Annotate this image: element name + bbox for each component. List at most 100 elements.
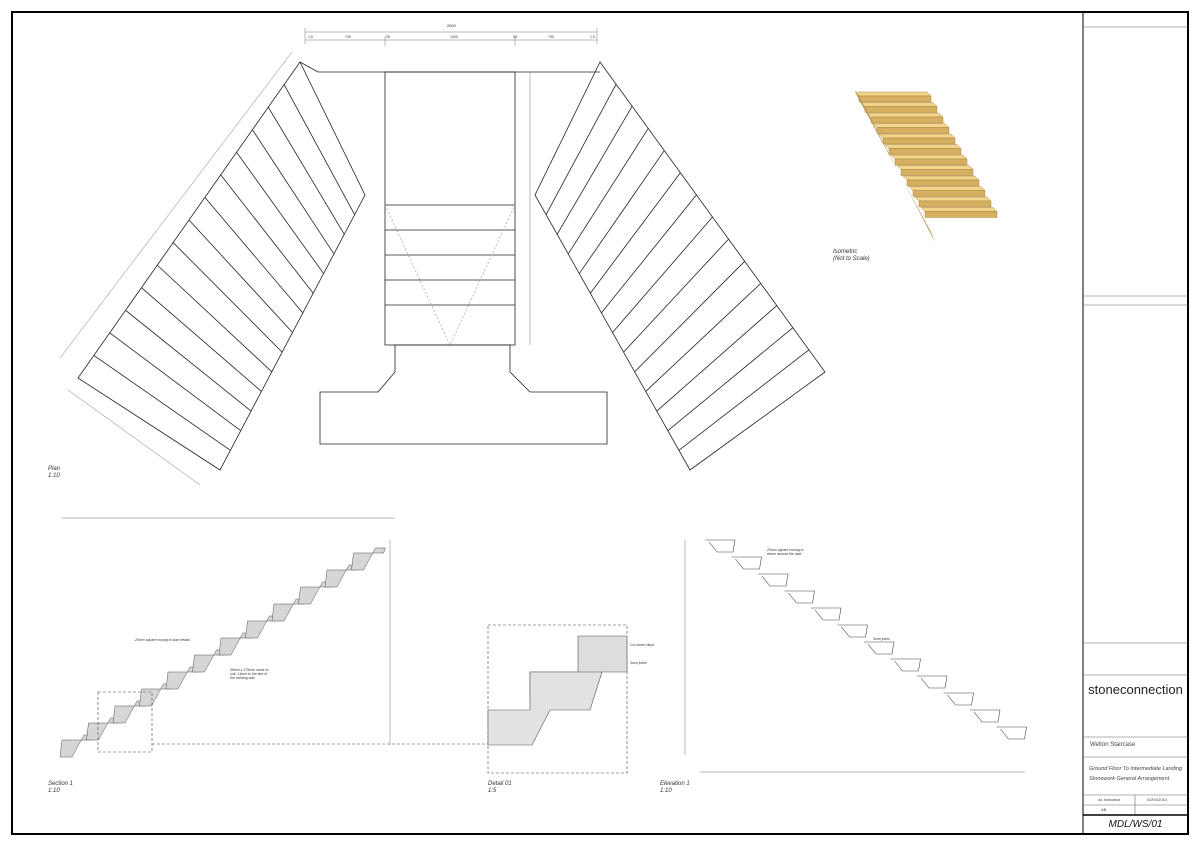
stair-tread-line [556, 106, 633, 235]
iso-step-top [878, 133, 956, 139]
iso-step-front [900, 169, 974, 176]
dimension-segment: 25 [513, 35, 517, 39]
central-landing [384, 71, 516, 346]
elevation-note-nosing: 20mm square nosing to return around the … [767, 548, 804, 556]
dimension-segment: 1.5 [590, 35, 595, 39]
stair-tread-line [93, 355, 231, 451]
stair-tread-line [623, 238, 729, 353]
elevation-step [864, 641, 895, 655]
dimension-segment: 25 [386, 35, 390, 39]
sheet-border [11, 11, 1189, 835]
isometric-title: Isometric [833, 249, 858, 255]
stair-tread-line [656, 305, 778, 412]
stair-tread-line [157, 264, 273, 373]
elevation-step [731, 556, 762, 570]
section-title: Section 1 [48, 781, 74, 787]
section-scale: 1:10 [48, 788, 60, 794]
detail-note-joints: 3mm joints [630, 661, 647, 665]
iso-step-front [870, 116, 944, 124]
stair-tread-line [667, 327, 794, 432]
stair-tread-line [125, 309, 252, 412]
elevation-step [837, 624, 868, 638]
plan-dimensions [59, 28, 1025, 773]
iso-step-top [902, 175, 980, 181]
elevation-step [917, 675, 948, 689]
drawing-title-line1: Ground Floor To Intermediate Landing [1089, 766, 1183, 772]
iso-step-top [896, 165, 974, 170]
stair-tread-line [612, 216, 713, 333]
stair-tread-line [545, 83, 617, 215]
elevation-scale: 1:10 [660, 788, 672, 794]
stair-tread-line [678, 349, 810, 451]
plan-title: Plan [48, 466, 61, 472]
plan-scale: 1:10 [48, 473, 60, 479]
plan-view [77, 61, 826, 471]
iso-step-front [894, 158, 968, 166]
iso-step-front [876, 127, 950, 134]
section-step [351, 547, 386, 571]
base-plinth [319, 344, 608, 445]
iso-step-front [906, 179, 980, 187]
detail-title: Detail 01 [488, 781, 512, 787]
walkline [384, 204, 516, 346]
dimension-segment: 700 [548, 35, 554, 39]
iso-step-top [884, 144, 962, 149]
detail-01-drawing [97, 624, 628, 774]
elevation-step [705, 539, 736, 553]
stair-tread-line [590, 172, 681, 294]
iso-step-front [924, 211, 998, 218]
dimension-segment: 1300 [450, 35, 458, 39]
elevation-step [811, 607, 842, 621]
dimension-segment: 1.5 [308, 35, 313, 39]
elevation-step [943, 692, 974, 706]
drawing-number: MDL/WS/01 [1108, 819, 1163, 830]
elevation-step [890, 658, 921, 672]
project-name: Welton Staircase [1090, 742, 1136, 748]
drawing-title-line2: Stonework General Arrangement [1089, 776, 1170, 782]
section-note-nosing: 20mm square nosing to stair treads [135, 638, 190, 642]
stair-tread-line [141, 287, 262, 392]
stair-tread-line [109, 332, 241, 432]
stair-tread-line [236, 152, 324, 274]
isometric-view [854, 91, 998, 242]
landing-edge [299, 61, 600, 73]
company-logo: stoneconnection [1088, 682, 1183, 697]
stair-tread-line [188, 219, 293, 333]
stair-tread-line [220, 174, 314, 294]
iso-step-top [890, 154, 968, 160]
detail-note-steps: Cut stone steps [630, 643, 655, 647]
stair-flight-outline [77, 61, 366, 471]
stair-tread-line [601, 194, 697, 314]
iso-step-front [864, 106, 938, 113]
iso-step-front [918, 200, 992, 208]
iso-step-front [882, 137, 956, 145]
stair-tread-line [634, 261, 745, 373]
detail-scale: 1:5 [488, 788, 497, 794]
iso-step-front [888, 148, 962, 155]
stair-tread-line [567, 128, 649, 255]
iso-step-top [914, 196, 992, 202]
elevation-title: Elevation 1 [660, 781, 690, 787]
elevation-step [970, 709, 1001, 723]
iso-step-top [854, 91, 932, 97]
dimension-segment: 700 [345, 35, 351, 39]
elevation-step [758, 573, 789, 587]
scale-value: As Indicated [1098, 797, 1121, 802]
stair-tread-line [645, 283, 761, 392]
stair-tread-line [172, 242, 283, 353]
date-value: 02/04/2014 [1147, 797, 1168, 802]
isometric-label: Isometric(Not to Scale) [833, 249, 870, 263]
iso-step-top [920, 207, 998, 212]
iso-step-front [858, 95, 932, 103]
elevation-note-joints: 3mm joints [873, 637, 890, 641]
elevation-step [784, 590, 815, 604]
iso-step-top [908, 186, 986, 191]
iso-step-top [872, 123, 950, 128]
stair-tread-line [578, 150, 665, 274]
stair-flight-outline [534, 61, 826, 471]
